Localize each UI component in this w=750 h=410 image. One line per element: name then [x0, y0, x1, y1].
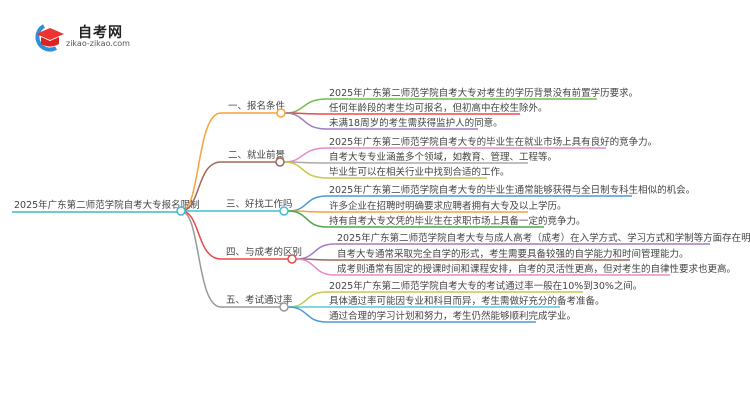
leaf-connector	[283, 161, 487, 179]
branch-label[interactable]: 二、就业前景	[228, 149, 285, 161]
leaf-text[interactable]: 2025年广东第二师范学院自考大专对考生的学历背景没有前置学历要求。	[329, 87, 638, 99]
leaf-connector	[295, 258, 670, 276]
branch-4: 四、与成考的区别 2025年广东第二师范学院自考大专与成人高考（成考）在入学方式、…	[180, 210, 750, 276]
branch-connector	[180, 161, 276, 212]
leaf-text[interactable]: 毕业生可以在相关行业中找到合适的工作。	[329, 166, 510, 178]
branch-2: 二、就业前景 2025年广东第二师范学院自考大专的毕业生在就业市场上具有良好的竞争…	[180, 136, 657, 212]
leaf-text[interactable]: 任何年龄段的考生均可报名，但初高中在校生除外。	[329, 102, 548, 114]
branch-collapse-toggle[interactable]	[275, 157, 285, 167]
leaf-text[interactable]: 2025年广东第二师范学院自考大专与成人高考（成考）在入学方式、学习方式和学制等…	[337, 232, 750, 244]
leaf-text[interactable]: 自考大专专业涵盖多个领域，如教育、管理、工程等。	[329, 151, 557, 163]
logo-url: zikao-zikao.com	[66, 39, 130, 48]
branch-collapse-toggle[interactable]	[279, 302, 289, 312]
branch-connector	[180, 210, 280, 308]
leaf-text[interactable]: 通过合理的学习计划和努力，考生仍然能够顺利完成学业。	[329, 310, 576, 322]
leaf-connector	[287, 306, 536, 323]
leaf-text[interactable]: 2025年广东第二师范学院自考大专的毕业生通常能够获得与全日制专科生相似的机会。	[329, 184, 695, 196]
leaf-connector	[287, 210, 544, 228]
branch-collapse-toggle[interactable]	[276, 108, 286, 118]
branch-5: 五、考试通过率 2025年广东第二师范学院自考大专的考试通过率一般在10%到30%…	[180, 210, 642, 323]
root-topic[interactable]: 2025年广东第二师范学院自考大专报名限制	[14, 199, 200, 211]
graduation-cap-icon	[35, 24, 64, 52]
leaf-text[interactable]: 2025年广东第二师范学院自考大专的考试通过率一般在10%到30%之间。	[329, 280, 642, 292]
branch-3: 三、好找工作吗 2025年广东第二师范学院自考大专的毕业生通常能够获得与全日制专科…	[180, 184, 695, 228]
branch-label[interactable]: 五、考试通过率	[226, 294, 293, 306]
leaf-text[interactable]: 具体通过率可能因专业和科目而异，考生需做好充分的备考准备。	[329, 295, 605, 307]
leaf-connector	[284, 112, 478, 130]
branch-label[interactable]: 四、与成考的区别	[226, 246, 302, 258]
branch-connector	[180, 210, 288, 260]
leaf-text[interactable]: 未满18周岁的考生需获得监护人的同意。	[329, 117, 503, 129]
leaf-text[interactable]: 成考则通常有固定的授课时间和课程安排，自考的灵活性更高，但对考生的自律性要求也更…	[337, 263, 736, 275]
leaf-text[interactable]: 自考大专通常采取完全自学的形式，考生需要具备较强的自学能力和时间管理能力。	[337, 248, 689, 260]
logo-title: 自考网	[78, 25, 123, 41]
leaf-text[interactable]: 2025年广东第二师范学院自考大专的毕业生在就业市场上具有良好的竞争力。	[329, 136, 657, 148]
branch-connector	[180, 112, 277, 212]
branch-collapse-toggle[interactable]	[279, 206, 289, 216]
branch-collapse-toggle[interactable]	[287, 254, 297, 264]
logo: 自考网 zikao-zikao.com	[30, 22, 140, 52]
branch-label[interactable]: 一、报名条件	[228, 100, 286, 112]
branch-label[interactable]: 三、好找工作吗	[226, 198, 293, 210]
root-collapse-toggle[interactable]	[176, 206, 186, 216]
branch-1: 一、报名条件 2025年广东第二师范学院自考大专对考生的学历背景没有前置学历要求。…	[180, 87, 638, 212]
leaf-text[interactable]: 许多企业在招聘时明确要求应聘者拥有大专及以上学历。	[329, 200, 567, 212]
leaf-text[interactable]: 持有自考大专文凭的毕业生在求职市场上具备一定的竞争力。	[329, 215, 586, 227]
